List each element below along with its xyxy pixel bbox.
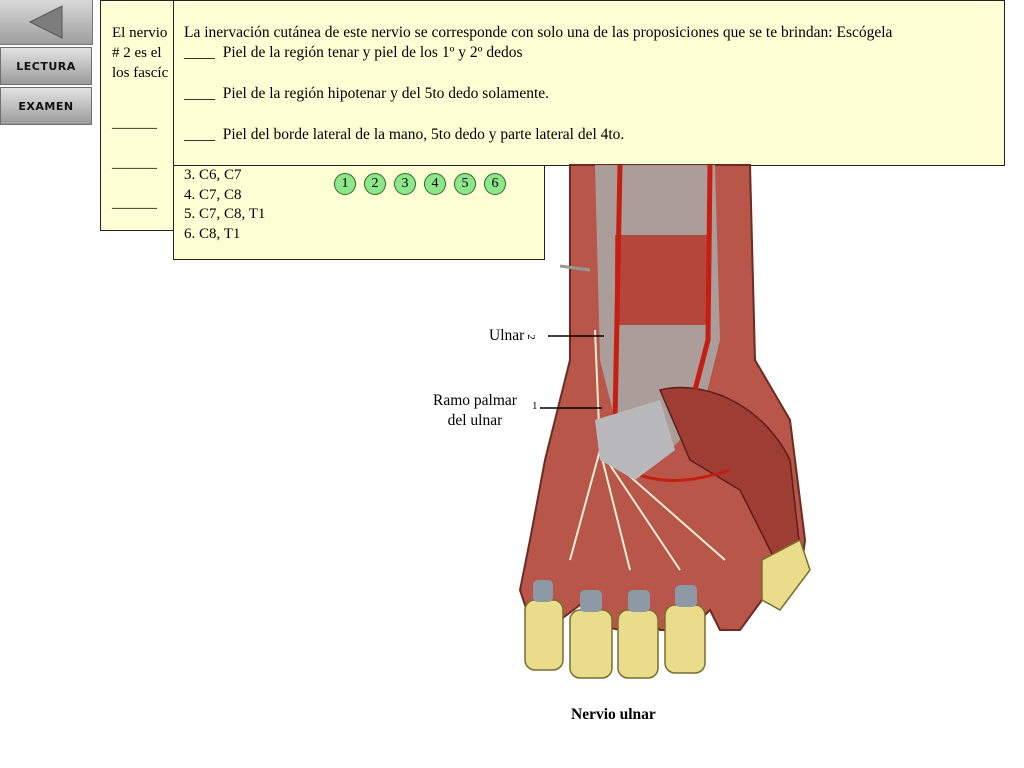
figure-caption: Nervio ulnar [571,706,656,723]
segment-buttons: 1 2 3 4 5 6 [334,173,506,195]
hand-anatomy-illustration [518,164,811,679]
back-answer-blank-2[interactable]: ______ [112,155,157,171]
examen-button[interactable]: EXAMEN [0,87,92,125]
answer-option-3[interactable]: ____ Piel del borde lateral de la mano, … [184,125,1004,145]
answer-option-2[interactable]: ____ Piel de la región hipotenar y del 5… [184,84,1004,104]
segment-item: 4. C7, C8 [184,186,242,203]
segments-list: 3. C6, C7 4. C7, C8 5. C7, C8, T1 6. C8,… [184,166,265,244]
segment-button-3[interactable]: 3 [394,173,416,195]
answer-option-1[interactable]: ____ Piel de la región tenar y piel de l… [184,43,1004,63]
question-panel: La inervación cutánea de este nervio se … [173,0,1005,166]
answer-blank[interactable]: ____ [184,44,215,61]
back-arrow-icon [28,5,63,39]
back-panel-line-3: los fascíc [112,65,169,81]
segment-button-1[interactable]: 1 [334,173,356,195]
segment-button-5[interactable]: 5 [454,173,476,195]
back-panel-line-2: # 2 es el [112,45,162,61]
back-answer-blank-1[interactable]: ______ [112,115,157,131]
label-ramo-line-1: Ramo palmar [433,392,517,409]
back-panel-line-1: El nervio [112,25,168,41]
label-ramo-number: 1 [532,400,538,412]
segment-item: 5. C7, C8, T1 [184,206,266,222]
label-ulnar: Ulnar 2 [489,326,537,347]
answer-blank[interactable]: ____ [184,85,215,102]
lectura-button[interactable]: LECTURA [0,47,92,85]
answer-option-text: Piel de la región tenar y piel de los 1º… [222,44,523,61]
segment-item: 3. C6, C7 [184,167,242,183]
segment-button-4[interactable]: 4 [424,173,446,195]
label-ramo-palmar: Ramo palmar del ulnar [433,391,517,431]
question-title: La inervación cutánea de este nervio se … [184,24,893,41]
segment-button-6[interactable]: 6 [484,173,506,195]
answer-option-text: Piel del borde lateral de la mano, 5to d… [222,126,625,143]
label-ulnar-text: Ulnar [489,327,525,344]
back-button[interactable] [0,0,93,45]
segment-button-2[interactable]: 2 [364,173,386,195]
answer-option-text: Piel de la región hipotenar y del 5to de… [222,85,550,102]
answer-blank[interactable]: ____ [184,126,215,143]
back-answer-blank-3[interactable]: ______ [112,195,157,211]
label-ramo-line-2: del ulnar [447,412,503,429]
label-ulnar-number: 2 [524,334,537,340]
segment-item: 6. C8, T1 [184,225,241,242]
